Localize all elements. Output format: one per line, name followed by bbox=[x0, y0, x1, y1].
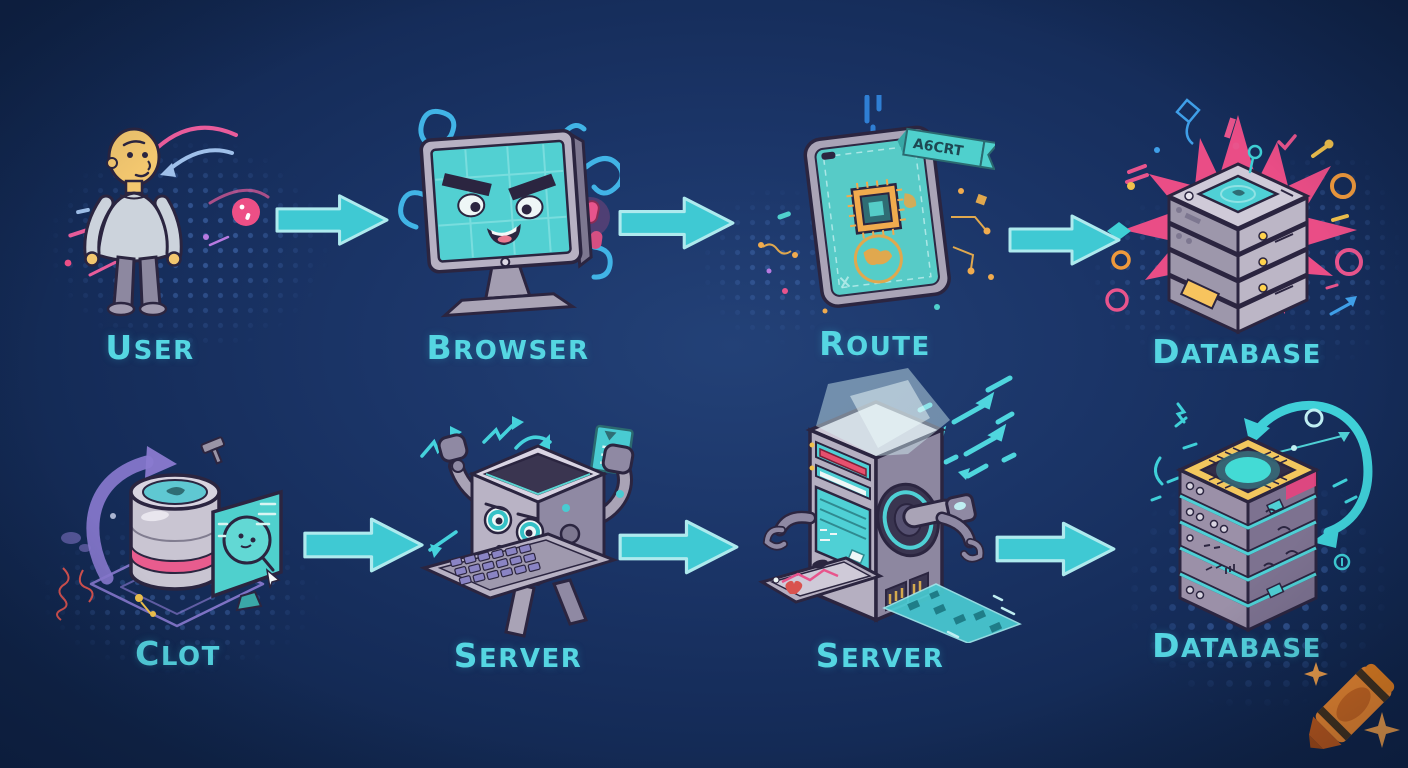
node-label-clot: CLOT bbox=[135, 634, 221, 673]
flow-arrow-icon bbox=[1008, 214, 1121, 266]
node-label-route: ROUTE bbox=[819, 324, 931, 363]
user-person-icon bbox=[60, 105, 280, 320]
node-label-database-bottom: DATABASE bbox=[1152, 626, 1322, 665]
flow-arrow-icon bbox=[275, 194, 389, 246]
route-ribbon-text: A6CRT bbox=[912, 136, 965, 160]
node-label-database-top: DATABASE bbox=[1152, 332, 1322, 371]
flow-arrow-icon bbox=[995, 521, 1116, 577]
robot-server-icon bbox=[398, 408, 643, 640]
node-label-browser: BROWSER bbox=[426, 328, 590, 367]
flow-arrow-icon bbox=[618, 196, 735, 250]
database-cylinder-icon bbox=[55, 420, 300, 640]
node-label-server-tower: SERVER bbox=[815, 636, 945, 675]
database-stack-chip-icon bbox=[1118, 390, 1380, 642]
node-label-server-robot: SERVER bbox=[453, 636, 583, 675]
database-server-stack-icon bbox=[1105, 90, 1370, 335]
flow-arrow-icon bbox=[618, 519, 739, 575]
browser-monitor-icon bbox=[390, 105, 620, 320]
flow-arrow-icon bbox=[303, 517, 424, 573]
server-tower-icon bbox=[758, 368, 1023, 643]
crayon-icon bbox=[1294, 646, 1406, 766]
route-tablet-icon: A6CRT bbox=[755, 95, 995, 330]
node-label-user: USER bbox=[105, 328, 195, 367]
